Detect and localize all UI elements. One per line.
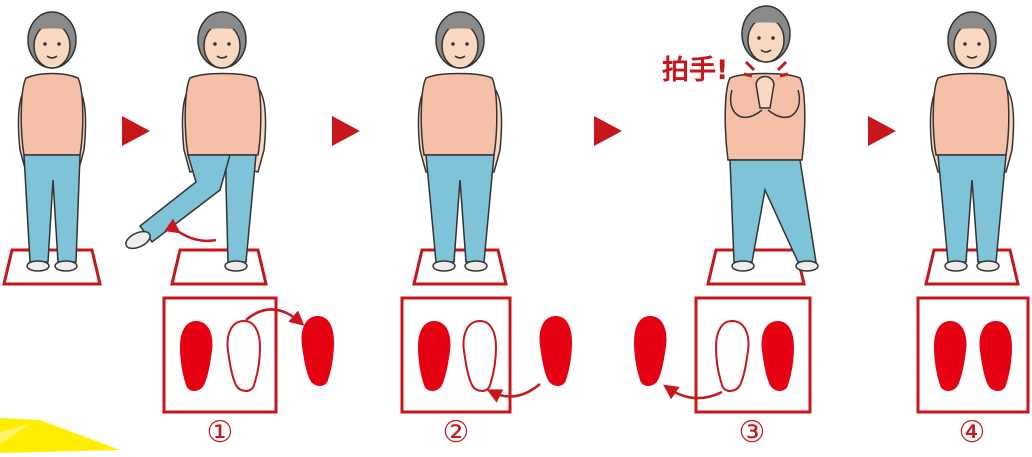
yellow-highlight (0, 418, 120, 453)
step-label-2: ② (442, 415, 470, 450)
footprint-panel-1 (162, 296, 334, 414)
figure-step-3 (706, 5, 819, 286)
footprint-panel-3 (634, 296, 812, 414)
step-label-1: ① (206, 415, 234, 450)
clap-label: 拍手! (662, 55, 729, 86)
yellow-highlight-tip (0, 424, 30, 444)
figure-step-2 (412, 11, 508, 286)
arrow-3 (594, 116, 622, 146)
arrow-4 (868, 116, 896, 146)
footprint-panel-4 (916, 296, 1030, 414)
figure-step-1 (125, 11, 268, 286)
arrow-1 (122, 116, 150, 146)
arrow-2 (332, 116, 360, 146)
figure-step-4 (924, 11, 1020, 286)
footprint-panel-2 (400, 296, 572, 414)
figure-start (2, 11, 102, 286)
step-label-4: ④ (958, 415, 986, 450)
step-label-3: ③ (738, 415, 766, 450)
